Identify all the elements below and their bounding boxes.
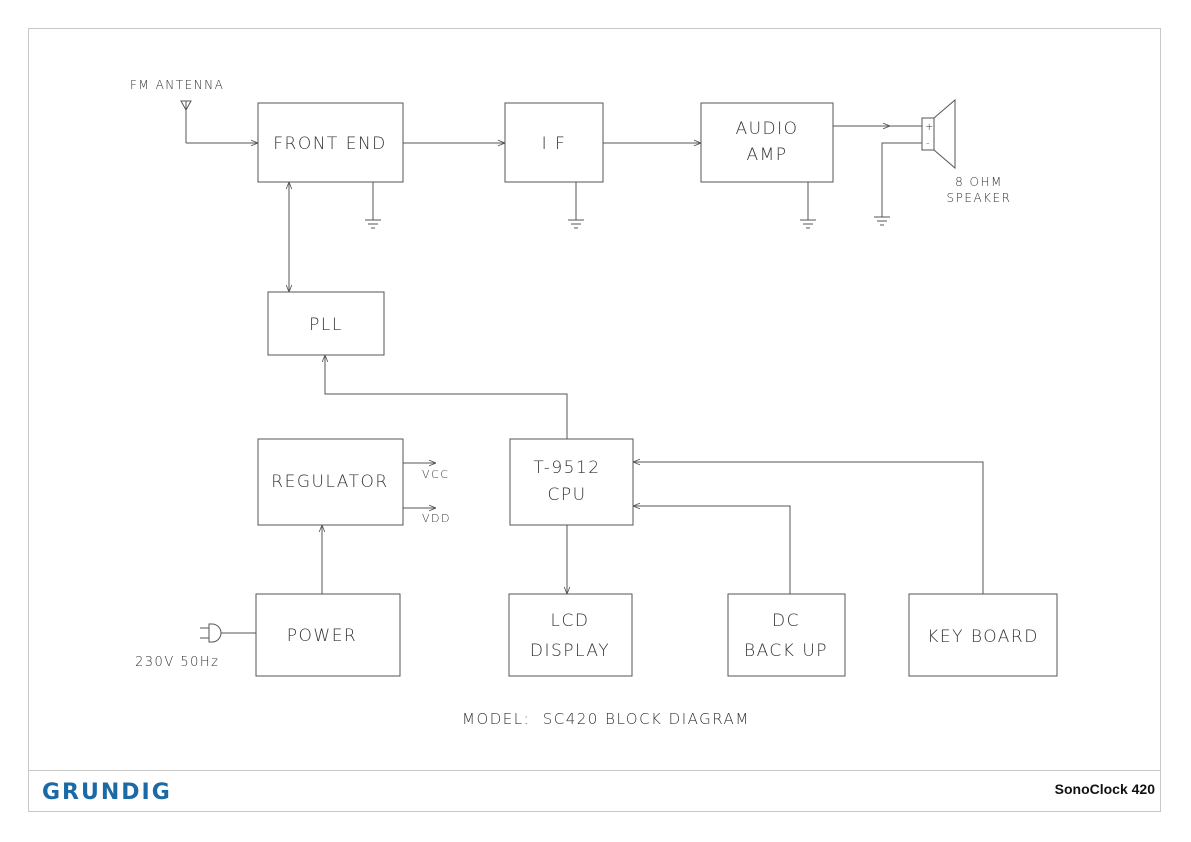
dc-backup-to-cpu-wire — [633, 506, 791, 594]
speaker-icon: + - — [921, 98, 956, 170]
audio-amp-label-line2: AMP — [746, 145, 787, 165]
lcd-label-line2: DISPLAY — [530, 641, 610, 661]
model-name: SonoClock 420 — [1054, 781, 1155, 797]
cpu-block: T-9512 CPU — [509, 438, 634, 526]
speaker-label-line2: SPEAKER — [947, 191, 1012, 205]
vdd-label: VDD — [422, 512, 451, 525]
if-block: I F — [504, 102, 604, 183]
audio-amp-block: AUDIO AMP — [700, 102, 834, 183]
mains-label: 230V 50Hz — [135, 655, 219, 670]
speaker-label-line1: 8 OHM — [955, 175, 1003, 189]
drawing-frame — [28, 28, 1161, 812]
ground-icon — [365, 182, 381, 229]
power-label: POWER — [287, 626, 358, 646]
pll-label: PLL — [309, 315, 343, 335]
cpu-label-line1: T-9512 — [533, 458, 600, 478]
dc-backup-label-line2: BACK UP — [744, 641, 828, 661]
dc-backup-label-line1: DC — [772, 611, 800, 631]
antenna-label: FM ANTENNA — [130, 78, 224, 92]
keyboard-label: KEY BOARD — [927, 627, 1039, 647]
regulator-label: REGULATOR — [271, 472, 388, 492]
speaker-plus-sign: + — [925, 122, 933, 133]
cpu-label-line2: CPU — [547, 485, 586, 505]
cpu-to-pll-wire — [325, 355, 568, 439]
keyboard-block: KEY BOARD — [908, 593, 1058, 677]
front-end-block: FRONT END — [257, 102, 404, 183]
ground-icon — [800, 182, 816, 229]
lcd-label-line1: LCD — [551, 611, 590, 631]
lcd-display-block: LCD DISPLAY — [508, 593, 633, 677]
pll-block: PLL — [267, 291, 385, 356]
if-label: I F — [542, 134, 567, 154]
diagram-caption: MODEL: SC420 BLOCK DIAGRAM — [462, 710, 750, 728]
grundig-logo: GRUNDIG — [42, 780, 172, 805]
footer-divider — [28, 770, 1161, 771]
speaker-minus-sign: - — [926, 138, 930, 149]
power-plug-icon — [200, 623, 256, 643]
speaker-return-wire — [881, 142, 922, 217]
power-block: POWER — [255, 593, 401, 677]
ground-icon — [874, 216, 890, 226]
ground-icon — [568, 182, 584, 229]
keyboard-to-cpu-wire — [633, 462, 984, 594]
regulator-block: REGULATOR — [257, 438, 404, 526]
audio-amp-label-line1: AUDIO — [735, 119, 798, 139]
antenna-icon — [180, 100, 258, 143]
vcc-label: VCC — [422, 468, 449, 481]
dc-backup-block: DC BACK UP — [727, 593, 846, 677]
front-end-label: FRONT END — [273, 134, 387, 154]
